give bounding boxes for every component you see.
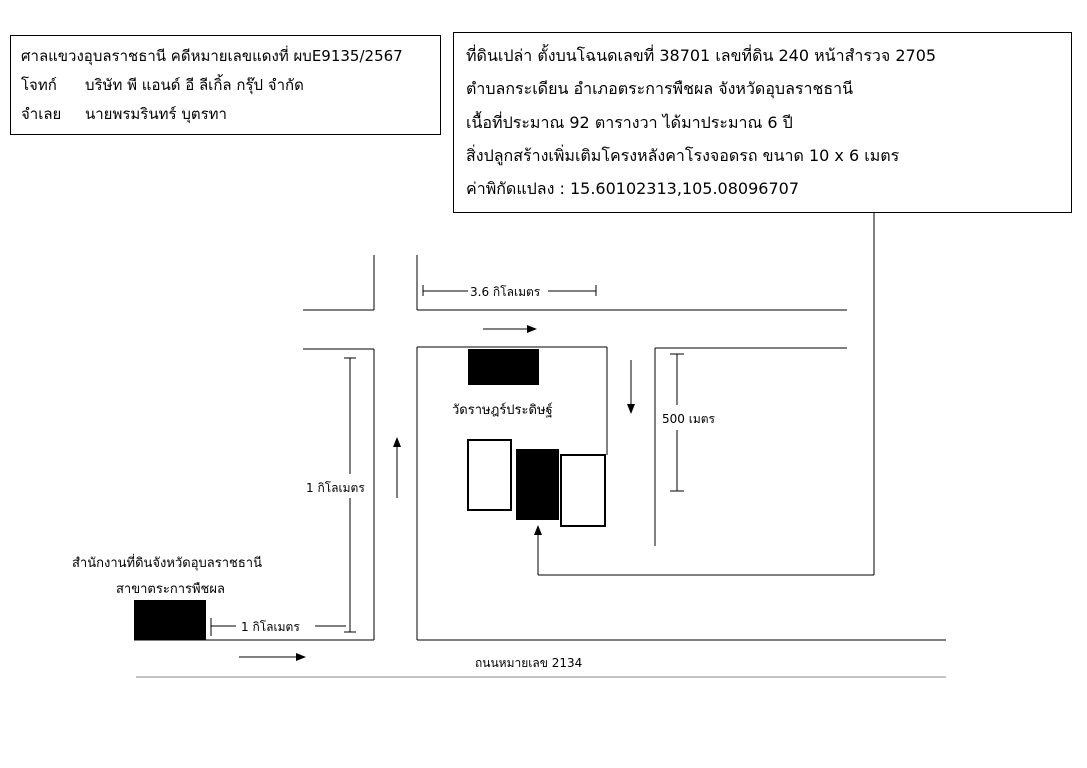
plaintiff-name: บริษัท พี แอนด์ อี ลีเกิ้ล กรุ๊ป จำกัด xyxy=(85,76,304,94)
defendant-label: จำเลย xyxy=(21,105,62,123)
land-office-building xyxy=(134,600,206,640)
case-info-box: ศาลแขวงอุบลราชธานี คดีหมายเลขแดงที่ ผบE9… xyxy=(10,35,441,135)
subject-parcel xyxy=(516,449,559,520)
property-coordinates: ค่าพิกัดแปลง : 15.60102313,105.08096707 xyxy=(466,179,799,198)
property-structure: สิ่งปลูกสร้างเพิ่มเติมโครงหลังคาโรงจอดรถ… xyxy=(466,146,900,165)
property-info-box: ที่ดินเปล่า ตั้งบนโฉนดเลขที่ 38701 เลขที… xyxy=(453,32,1072,213)
land-office-label-line2: สาขาตระการพืชผล xyxy=(116,582,225,597)
temple-label: วัดราษฎร์ประดิษฐ์ xyxy=(452,403,553,418)
neighbor-parcel xyxy=(560,454,606,527)
plaintiff-label: โจทก์ xyxy=(21,76,57,94)
neighbor-parcel xyxy=(467,439,512,511)
property-area: เนื้อที่ประมาณ 92 ตารางวา ได้มาประมาณ 6 … xyxy=(466,113,793,132)
distance-label-top: 3.6 กิโลเมตร xyxy=(470,285,541,299)
court-case-number: ศาลแขวงอุบลราชธานี คดีหมายเลขแดงที่ ผบE9… xyxy=(21,47,403,65)
property-location: ตำบลกระเดียน อำเภอตระการพืชผล จังหวัดอุบ… xyxy=(466,79,854,98)
distance-label-left: 1 กิโลเมตร xyxy=(306,481,365,495)
distance-label-bottom: 1 กิโลเมตร xyxy=(241,620,300,634)
land-office-label-line1: สำนักงานที่ดินจังหวัดอุบลราชธานี xyxy=(72,556,262,571)
road-label: ถนนหมายเลข 2134 xyxy=(475,656,583,670)
defendant-name: นายพรมรินทร์ บุตรทา xyxy=(85,105,227,123)
temple-building xyxy=(468,349,539,385)
distance-label-right: 500 เมตร xyxy=(662,412,715,426)
property-title-deed: ที่ดินเปล่า ตั้งบนโฉนดเลขที่ 38701 เลขที… xyxy=(466,46,937,65)
